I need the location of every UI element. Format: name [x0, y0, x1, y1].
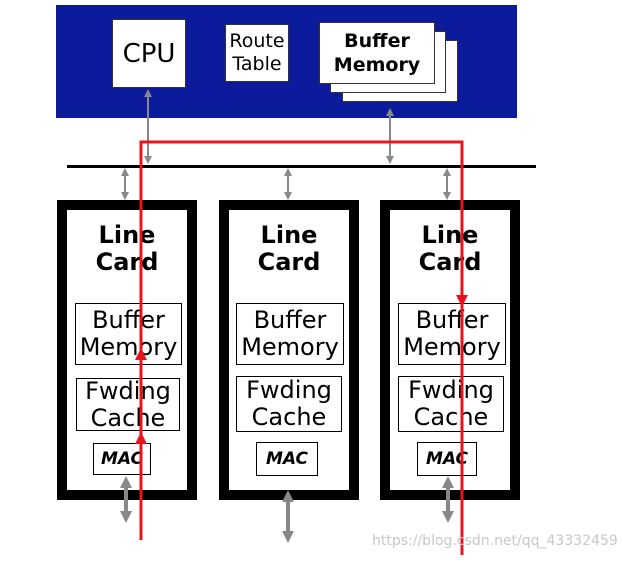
cpu-label: CPU: [122, 38, 176, 69]
buffer-label-1: Buffer: [92, 306, 165, 334]
mac-label: MAC: [265, 448, 309, 469]
line-card-title-1: Line: [260, 221, 318, 249]
line-card-title-2: Card: [95, 248, 159, 276]
central-buffer-label-1: Buffer: [344, 30, 410, 52]
line-card-mac: MAC: [256, 442, 318, 476]
mac-label: MAC: [425, 448, 469, 469]
line-card-title-1: Line: [98, 221, 156, 249]
fwding-label-1: Fwding: [246, 376, 332, 404]
shared-bus: [67, 165, 536, 168]
line-card-mac: MAC: [417, 442, 477, 476]
fwding-label-1: Fwding: [408, 376, 494, 404]
central-buffer-label-2: Memory: [333, 54, 421, 76]
line-card-title-2: Card: [257, 248, 321, 276]
route-table-label-2: Table: [232, 53, 282, 75]
buffer-label-1: Buffer: [415, 306, 489, 334]
buffer-label-1: Buffer: [253, 306, 327, 334]
line-card-title-1: Line: [421, 221, 479, 249]
line-card-title-2: Card: [418, 248, 482, 276]
watermark-text: https://blog.csdn.net/qq_43332459: [372, 533, 618, 549]
cpu-box: CPU: [112, 19, 186, 88]
fwding-label-2: Cache: [251, 403, 327, 431]
route-table-label-1: Route: [229, 30, 285, 52]
buffer-label-2: Memory: [403, 333, 501, 361]
buffer-label-2: Memory: [79, 333, 178, 361]
fwding-label-2: Cache: [90, 403, 166, 432]
buffer-label-2: Memory: [241, 333, 339, 361]
packet-path: [139, 140, 464, 555]
mac-label: MAC: [100, 448, 144, 469]
fwding-label-2: Cache: [413, 403, 489, 431]
fwding-label-1: Fwding: [85, 376, 171, 405]
